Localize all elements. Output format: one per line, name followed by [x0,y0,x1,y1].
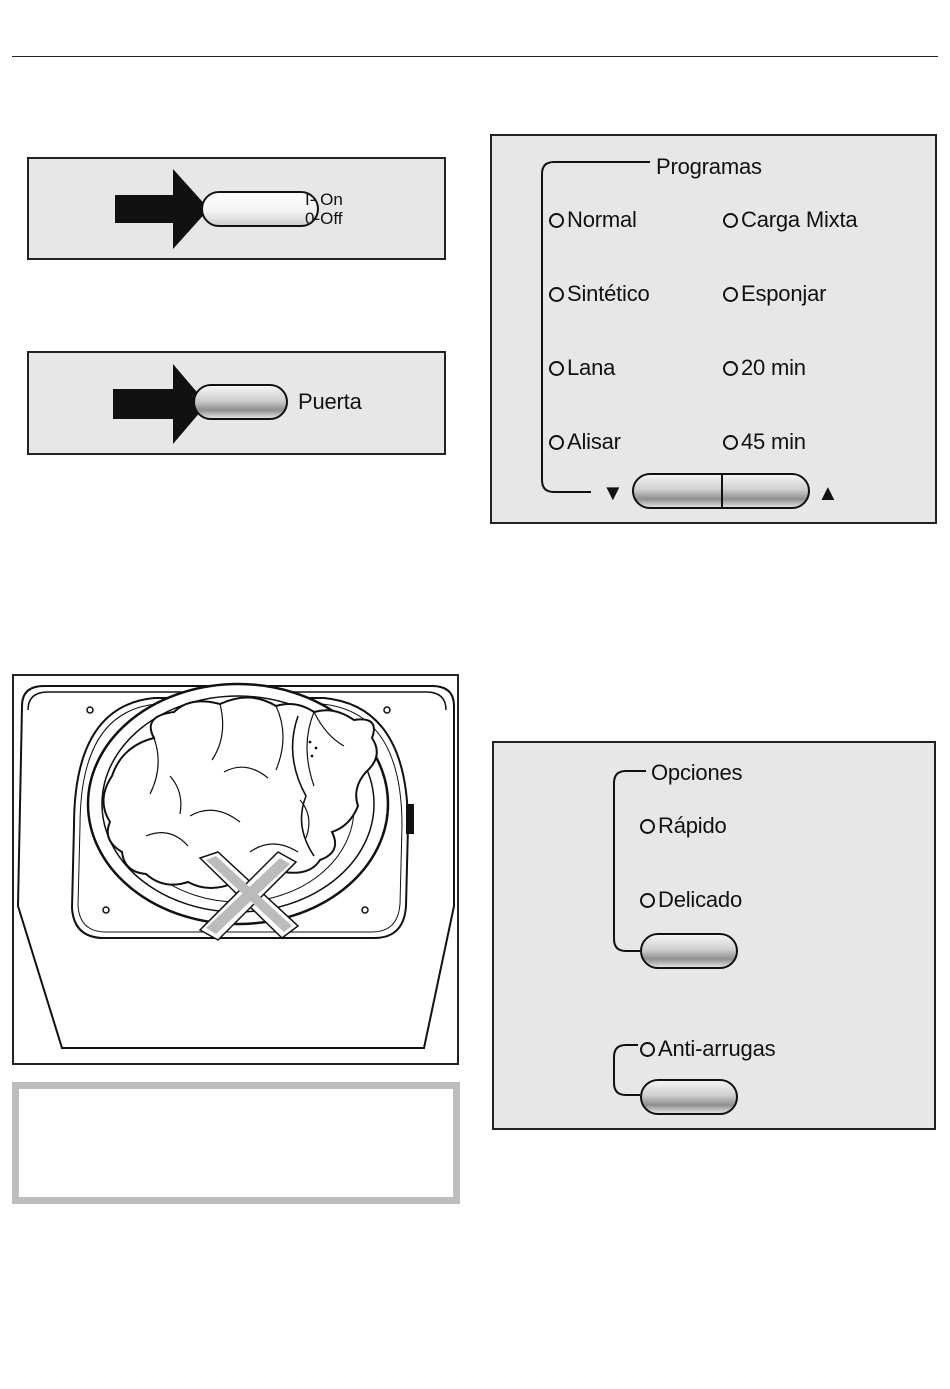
indicator-ring-icon [549,361,564,376]
indicator-ring-icon [549,435,564,450]
indicator-ring-icon [723,435,738,450]
programs-title: Programas [656,154,762,180]
indicator-ring-icon [723,361,738,376]
indicator-ring-icon [723,213,738,228]
door-label: Puerta [298,389,362,415]
power-on-label: I- On [305,190,343,209]
option-item[interactable]: Delicado [640,887,742,913]
option-item[interactable]: Rápido [640,813,727,839]
bracket-line [492,136,939,526]
program-down-icon: ▼ [602,480,624,506]
options-title: Opciones [651,760,742,786]
power-off-label: 0-Off [305,209,342,228]
door-button[interactable] [193,384,288,420]
anti-wrinkle-button[interactable] [640,1079,738,1115]
indicator-ring-icon [640,1042,655,1057]
program-up-button[interactable] [721,473,810,509]
indicator-ring-icon [640,819,655,834]
program-option[interactable]: Alisar [549,429,621,455]
indicator-ring-icon [549,213,564,228]
program-option[interactable]: Lana [549,355,615,381]
indicator-ring-icon [640,893,655,908]
indicator-ring-icon [723,287,738,302]
program-option[interactable]: Normal [549,207,637,233]
options-panel: Opciones Rápido Delicado Anti-arrugas [492,741,936,1130]
dryer-illustration-frame [12,674,459,1065]
arrow-right-icon [115,169,215,249]
power-button[interactable] [201,191,319,227]
indicator-ring-icon [549,287,564,302]
program-option[interactable]: Sintético [549,281,650,307]
program-option[interactable]: 20 min [723,355,806,381]
top-rule [12,56,938,57]
program-option[interactable]: Carga Mixta [723,207,857,233]
door-button-panel: Puerta [27,351,446,455]
programs-panel: Programas Normal Sintético Lana Alisar C… [490,134,937,524]
cross-mark-icon [194,852,304,942]
options-button[interactable] [640,933,738,969]
program-up-icon: ▲ [817,480,839,506]
warning-box [12,1082,460,1204]
program-option[interactable]: 45 min [723,429,806,455]
power-switch-panel: I- On 0-Off [27,157,446,260]
program-option[interactable]: Esponjar [723,281,826,307]
anti-wrinkle-option[interactable]: Anti-arrugas [640,1036,775,1062]
program-down-button[interactable] [632,473,723,509]
